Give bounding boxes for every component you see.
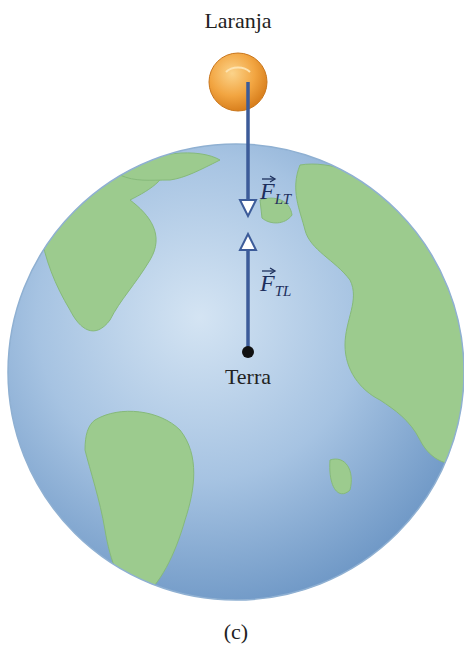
force-label: FLT (260, 178, 291, 208)
object-label: Terra (225, 364, 271, 390)
orange (209, 53, 267, 111)
object-label: Laranja (204, 8, 271, 34)
vector-arrow (260, 267, 276, 275)
force-arrow-tl (246, 250, 250, 350)
arrowhead (240, 234, 256, 250)
arrowhead (240, 200, 256, 216)
figure-caption: (c) (224, 619, 248, 645)
earth-centre (242, 346, 254, 358)
force-arrow-lt (246, 82, 250, 200)
vector-arrow (260, 175, 276, 183)
orange-highlight (226, 68, 250, 73)
continents (40, 153, 464, 600)
force-label: FTL (260, 270, 291, 300)
